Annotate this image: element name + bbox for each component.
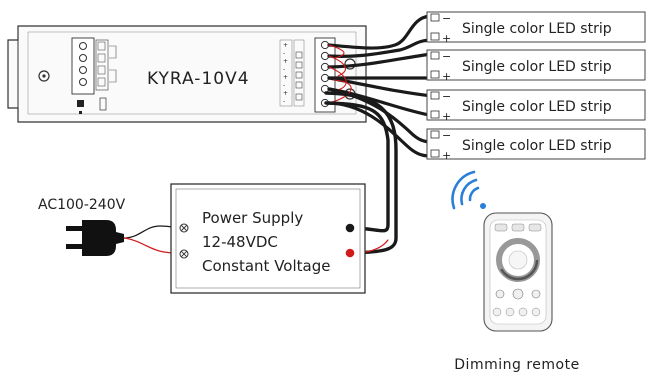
model-label: KYRA-10V4: [147, 69, 250, 89]
psu-line3: Constant Voltage: [202, 257, 330, 275]
ch-mark: +: [283, 42, 288, 49]
led-strip: − + Single color LED strip: [426, 89, 646, 123]
strip-label: Single color LED strip: [462, 21, 612, 37]
ch-mark: +: [283, 74, 288, 81]
controller: KYRA-10V4 + - + - + - + -: [7, 25, 367, 123]
strip-label: Single color LED strip: [462, 59, 612, 75]
dimming-remote: [483, 212, 553, 332]
led-strip: − + Single color LED strip: [426, 11, 646, 45]
led-strip: − + Single color LED strip: [426, 49, 646, 83]
ac-input-label: AC100-240V: [38, 197, 126, 213]
ac-plug-icon: [66, 220, 124, 256]
polarity-neg: −: [442, 12, 451, 25]
output-positive-terminal: [345, 248, 355, 258]
ch-mark: -: [283, 66, 285, 73]
indicator-led-icon: [77, 100, 84, 107]
polarity-neg: −: [442, 90, 451, 103]
channel-marks: + - + - + - + -: [279, 39, 305, 107]
psu-line1: Power Supply: [202, 209, 303, 227]
led-strip: − + Single color LED strip: [426, 128, 646, 162]
ch-mark: -: [283, 98, 285, 105]
output-negative-terminal: [345, 223, 355, 233]
polarity-pos: +: [442, 149, 451, 162]
polarity-pos: +: [442, 70, 451, 83]
ch-mark: -: [283, 82, 285, 89]
polarity-pos: +: [442, 110, 451, 123]
ch-mark: +: [283, 58, 288, 65]
wireless-signal-icon: [451, 170, 486, 210]
remote-label: Dimming remote: [454, 357, 579, 373]
ch-mark: +: [283, 90, 288, 97]
output-terminal-block: [314, 37, 336, 113]
ch-mark: -: [283, 50, 285, 57]
power-supply: Power Supply 12-48VDC Constant Voltage: [170, 183, 366, 294]
mount-hole-icon: [38, 70, 50, 82]
strip-label: Single color LED strip: [462, 99, 612, 115]
polarity-neg: −: [442, 129, 451, 142]
psu-line2: 12-48VDC: [202, 233, 278, 251]
polarity-pos: +: [442, 32, 451, 45]
strip-label: Single color LED strip: [462, 138, 612, 154]
polarity-neg: −: [442, 50, 451, 63]
dip-switch-icon: [99, 97, 107, 111]
